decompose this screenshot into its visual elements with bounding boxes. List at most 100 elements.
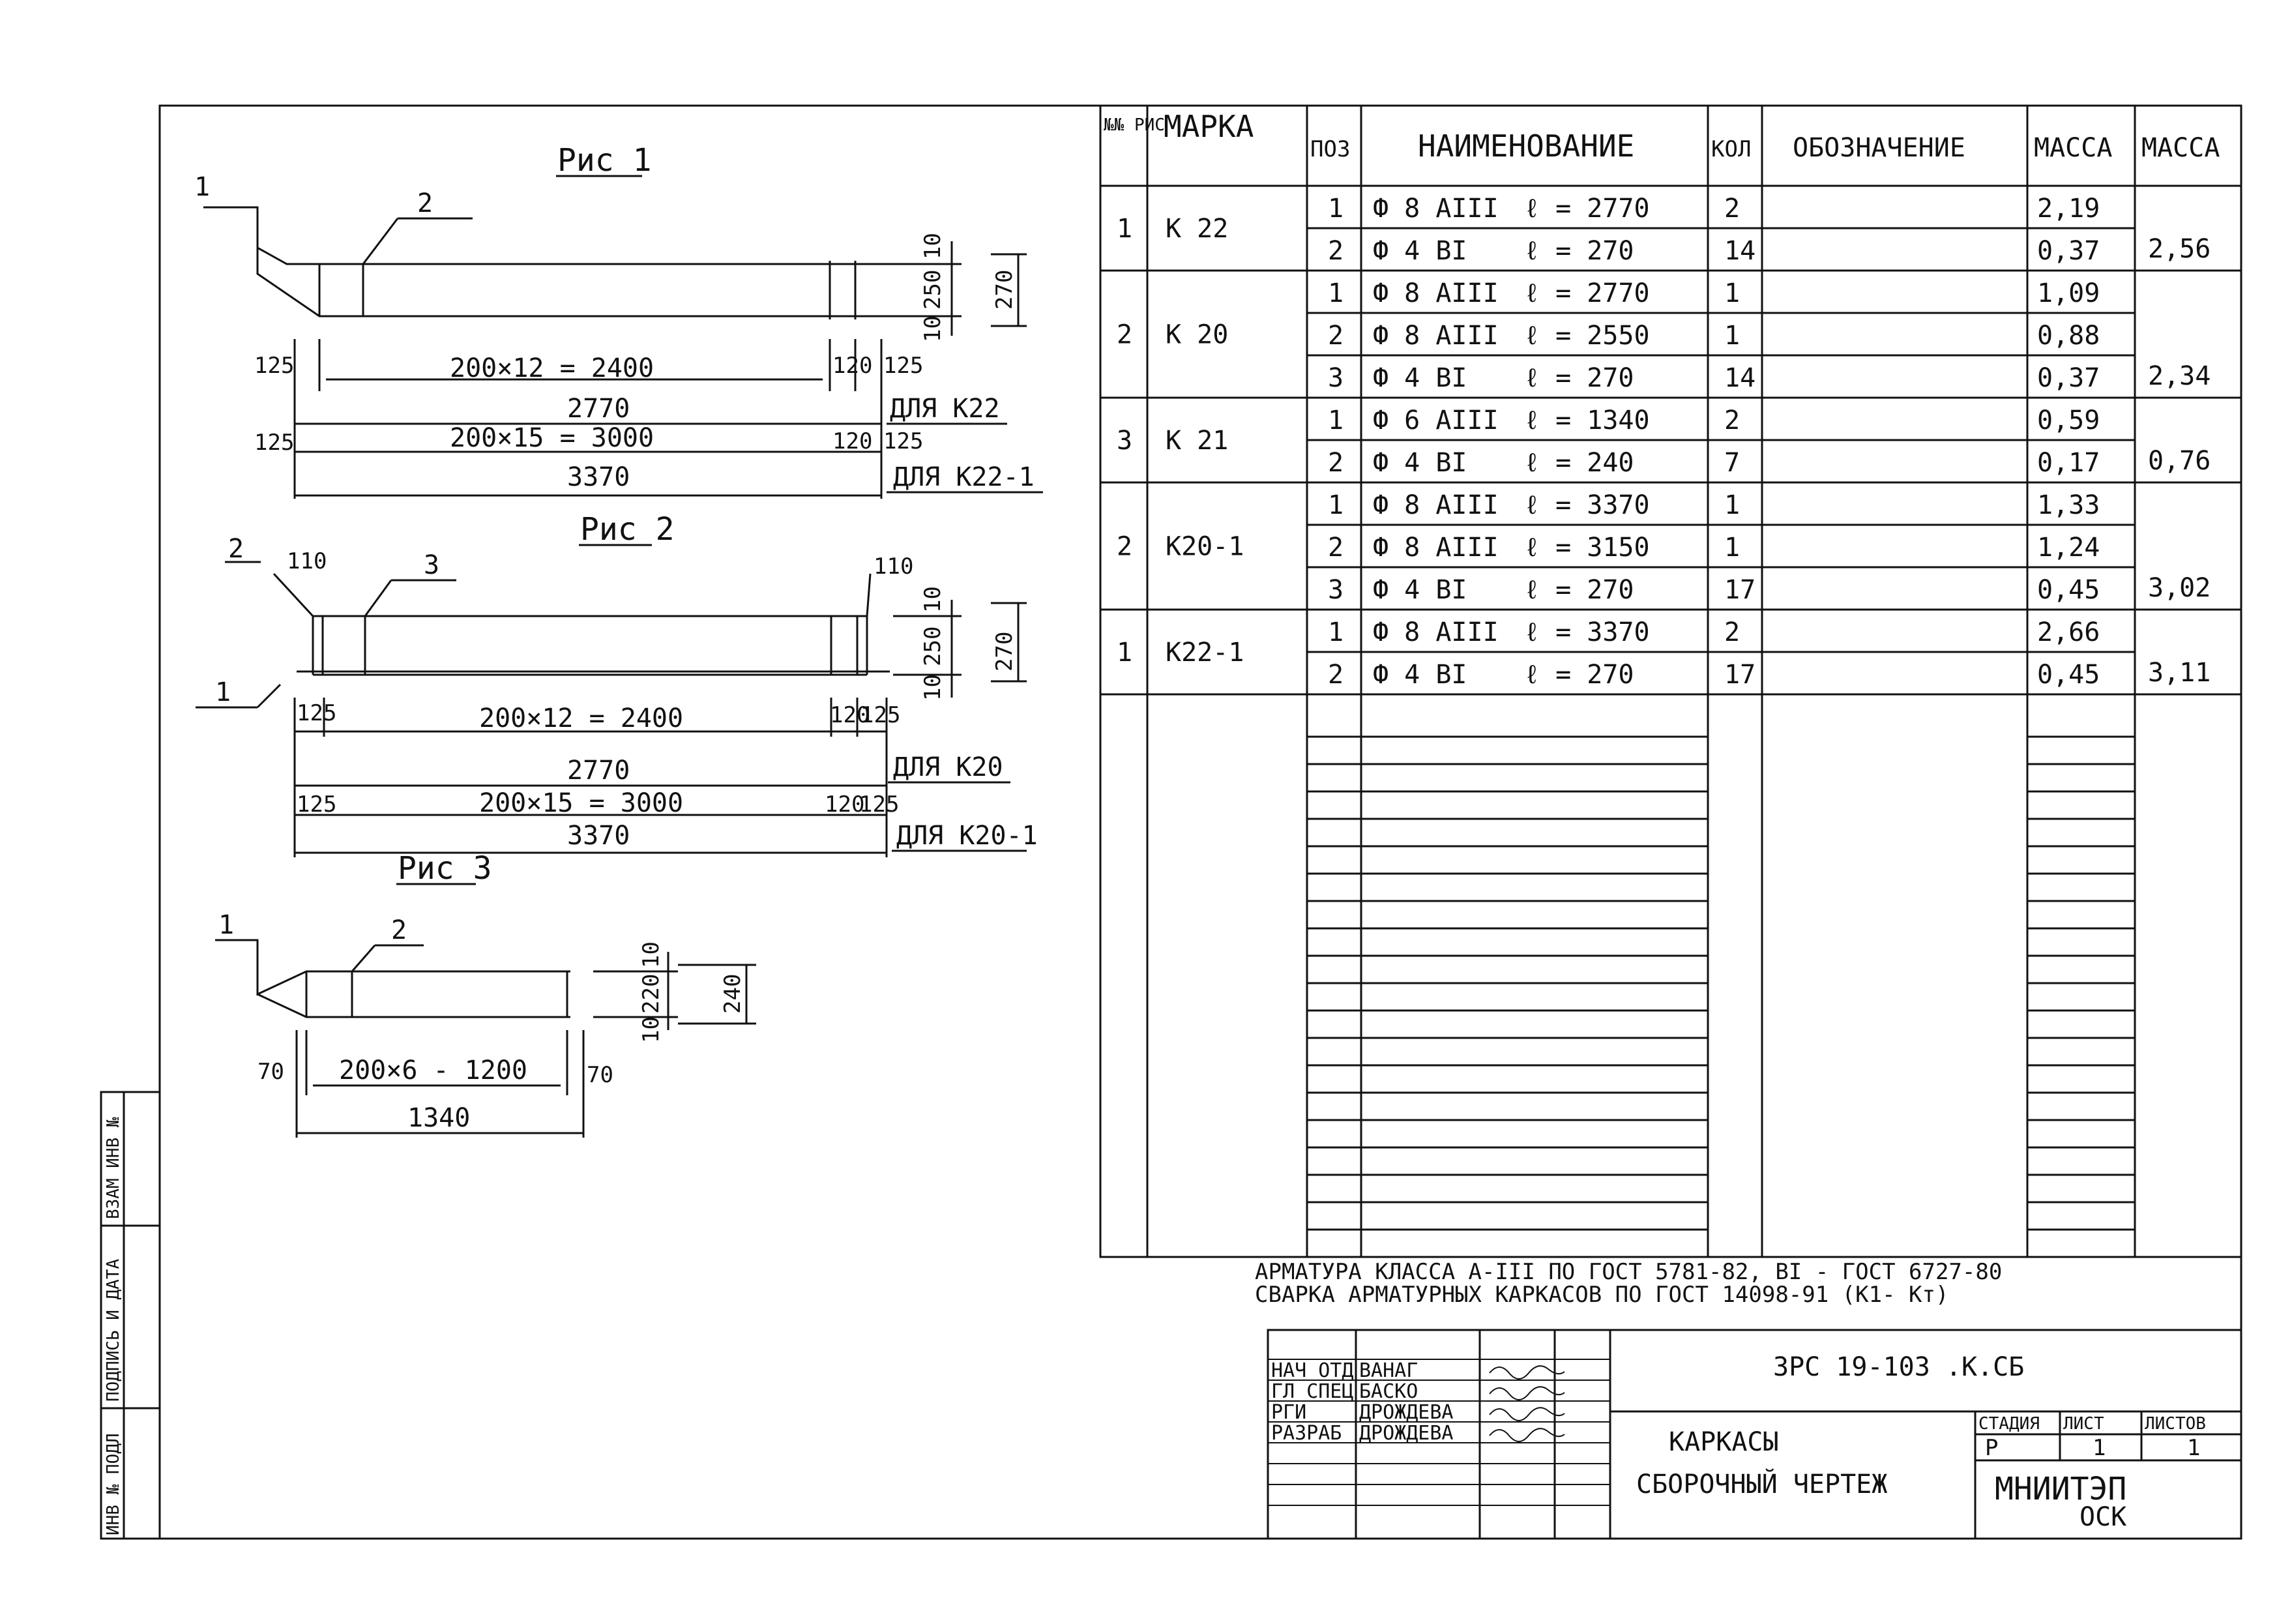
fig1-end-right-2: 125 — [883, 428, 923, 454]
signature-mark — [1489, 1365, 1565, 1380]
spec-bar: Ф 4 ВI — [1373, 448, 1467, 478]
fig3-end-left: 70 — [257, 1059, 284, 1085]
figure-2-title: Рис 2 — [580, 511, 675, 548]
spec-length: ℓ = 270 — [1524, 236, 1634, 266]
stamp-replaced-inv: ВЗАМ ИНВ № — [104, 1117, 123, 1219]
spec-bar: Ф 8 АIII — [1373, 533, 1499, 563]
spec-bar: Ф 4 ВI — [1373, 660, 1467, 690]
spec-pos: 2 — [1328, 533, 1344, 563]
spec-qty: 14 — [1724, 236, 1756, 266]
fig2-vdim-mid: 250 — [920, 627, 946, 666]
header-mark: МАРКА — [1164, 109, 1254, 144]
fig1-overall-height: 270 — [992, 270, 1018, 310]
figure-2: Рис 2 — [196, 511, 1038, 857]
spec-pos: 2 — [1328, 321, 1344, 351]
spec-fig: 1 — [1117, 638, 1132, 668]
sheet-value: 1 — [2093, 1435, 2106, 1461]
fig3-middle: 200×6 - 1200 — [339, 1056, 527, 1085]
figure-1: Рис 1 — [194, 142, 1043, 499]
fig1-leader-1: 1 — [194, 172, 210, 202]
spec-length: ℓ = 3370 — [1524, 617, 1650, 647]
spec-total-mass: 2,56 — [2148, 234, 2211, 264]
fig2-offset-left: 110 — [287, 548, 327, 574]
spec-pos: 2 — [1328, 660, 1344, 690]
fig1-for-1: ДЛЯ К22 — [890, 394, 1000, 424]
spec-qty: 7 — [1724, 448, 1740, 478]
spec-bar: Ф 4 ВI — [1373, 236, 1467, 266]
fig3-vdim-bottom: 10 — [638, 1016, 664, 1043]
fig3-leader-2: 2 — [391, 915, 407, 945]
signatory-name: ДРОЖДЕВА — [1359, 1422, 1454, 1445]
spec-fig: 2 — [1117, 320, 1132, 350]
sheet-label: ЛИСТ — [2063, 1414, 2104, 1434]
fig1-leader-2: 2 — [417, 188, 433, 218]
spec-mass: 2,19 — [2037, 194, 2100, 224]
fig3-vdim-top: 10 — [638, 941, 664, 968]
spec-mass: 0,17 — [2037, 448, 2100, 478]
spec-qty: 1 — [1724, 490, 1740, 520]
signature-mark — [1489, 1386, 1565, 1400]
signatory-name: ВАНАГ — [1359, 1359, 1418, 1382]
stamp-inv-original: ИНВ № ПОДЛ — [104, 1433, 123, 1535]
fig2-total-2: 3370 — [567, 821, 630, 851]
fig2-vdim-top: 10 — [920, 586, 946, 613]
spec-mass: 0,37 — [2037, 363, 2100, 393]
signature-mark — [1489, 1407, 1565, 1421]
header-qty: КОЛ — [1711, 136, 1751, 162]
spec-bar: Ф 8 АIII — [1373, 321, 1499, 351]
spec-length: ℓ = 3150 — [1524, 533, 1650, 563]
spec-pos: 1 — [1328, 490, 1344, 520]
spec-qty: 1 — [1724, 278, 1740, 308]
fig2-leader-2: 2 — [228, 534, 244, 564]
spec-length: ℓ = 1340 — [1524, 406, 1650, 436]
fig1-end-left-2: 125 — [254, 430, 294, 456]
fig3-vdim-mid: 220 — [638, 974, 664, 1014]
fig1-vdim-top: 10 — [920, 233, 946, 259]
fig2-offset-right: 110 — [874, 554, 913, 580]
fig3-total: 1340 — [407, 1103, 470, 1133]
spec-pos: 1 — [1328, 194, 1344, 224]
note-welding: СВАРКА АРМАТУРНЫХ КАРКАСОВ ПО ГОСТ 14098… — [1255, 1282, 1948, 1308]
fig2-middle-2: 200×15 = 3000 — [479, 788, 683, 818]
fig1-for-2: ДЛЯ К22-1 — [893, 462, 1035, 492]
drawing-title: КАРКАСЫ — [1669, 1427, 1779, 1457]
fig2-for-1: ДЛЯ К20 — [893, 752, 1003, 782]
header-pos: ПОЗ — [1310, 136, 1350, 162]
spec-pos: 2 — [1328, 236, 1344, 266]
spec-qty: 1 — [1724, 533, 1740, 563]
specification-table: №№ РИС МАРКА ПОЗ НАИМЕНОВАНИЕ КОЛ ОБОЗНА… — [1099, 104, 2242, 1258]
spec-qty: 2 — [1724, 617, 1740, 647]
header-mass-total: МАССА — [2141, 133, 2220, 163]
fig1-middle-2: 200×15 = 3000 — [450, 423, 654, 453]
spec-pos: 1 — [1328, 406, 1344, 436]
fig2-end-right-2: 125 — [859, 791, 899, 818]
stage-label: СТАДИЯ — [1978, 1414, 2040, 1434]
spec-bar: Ф 8 АIII — [1373, 278, 1499, 308]
figure-3-title: Рис 3 — [398, 850, 492, 887]
signatory-role: НАЧ ОТД — [1271, 1359, 1353, 1382]
spec-length: ℓ = 2550 — [1524, 321, 1650, 351]
fig1-total-2: 3370 — [567, 462, 630, 492]
spec-length: ℓ = 270 — [1524, 575, 1634, 605]
fig1-bay: 120 — [832, 353, 872, 379]
spec-pos: 3 — [1328, 575, 1344, 605]
fig2-middle: 200×12 = 2400 — [479, 703, 683, 733]
fig1-vdim-mid: 250 — [920, 270, 946, 310]
spec-bar: Ф 4 ВI — [1373, 575, 1467, 605]
spec-bar: Ф 6 АIII — [1373, 406, 1499, 436]
fig2-vdim-bottom: 10 — [920, 674, 946, 701]
spec-mark: К22-1 — [1166, 638, 1244, 668]
spec-pos: 3 — [1328, 363, 1344, 393]
spec-mass: 1,33 — [2037, 490, 2100, 520]
spec-mark: К20-1 — [1166, 532, 1244, 562]
figure-3: Рис 3 1 2 10 220 1 — [215, 850, 756, 1138]
spec-mass: 0,45 — [2037, 575, 2100, 605]
spec-mass: 0,37 — [2037, 236, 2100, 266]
fig1-vdim-bottom: 10 — [920, 316, 946, 342]
notes: АРМАТУРА КЛАССА А-III ПО ГОСТ 5781-82, В… — [1255, 1259, 2002, 1308]
fig2-for-2: ДЛЯ К20-1 — [896, 821, 1038, 851]
fig2-end-left: 125 — [297, 700, 336, 726]
spec-qty: 2 — [1724, 194, 1740, 224]
sheets-value: 1 — [2187, 1435, 2200, 1461]
side-stamp: ИНВ № ПОДЛ ПОДПИСЬ И ДАТА ВЗАМ ИНВ № — [100, 1091, 161, 1540]
